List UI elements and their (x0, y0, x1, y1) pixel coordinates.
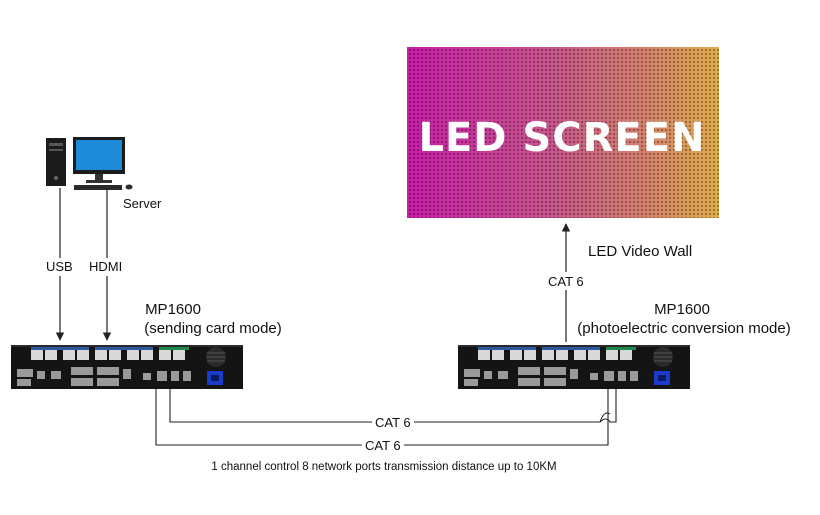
cat6-link-1-label: CAT 6 (375, 415, 411, 430)
led-screen-title: LED SCREEN (418, 115, 705, 161)
led-screen-panel: LED SCREEN (407, 47, 719, 218)
mp1600-device-icon (457, 344, 691, 390)
cat6-link-2-line (155, 389, 609, 446)
left-device-mode: (sending card mode) (144, 320, 282, 337)
usb-label: USB (46, 259, 73, 274)
server-label: Server (123, 196, 162, 211)
led-video-wall-label: LED Video Wall (588, 243, 692, 260)
cat6-to-screen-label: CAT 6 (548, 274, 584, 289)
hdmi-label: HDMI (89, 259, 122, 274)
cat6-link-2-label: CAT 6 (365, 438, 401, 453)
mp1600-device-icon (10, 344, 244, 390)
footer-note: 1 channel control 8 network ports transm… (211, 461, 556, 473)
desktop-computer-icon (46, 137, 133, 190)
left-device-name: MP1600 (145, 301, 201, 318)
right-device-mode: (photoelectric conversion mode) (577, 320, 790, 337)
right-device-name: MP1600 (654, 301, 710, 318)
